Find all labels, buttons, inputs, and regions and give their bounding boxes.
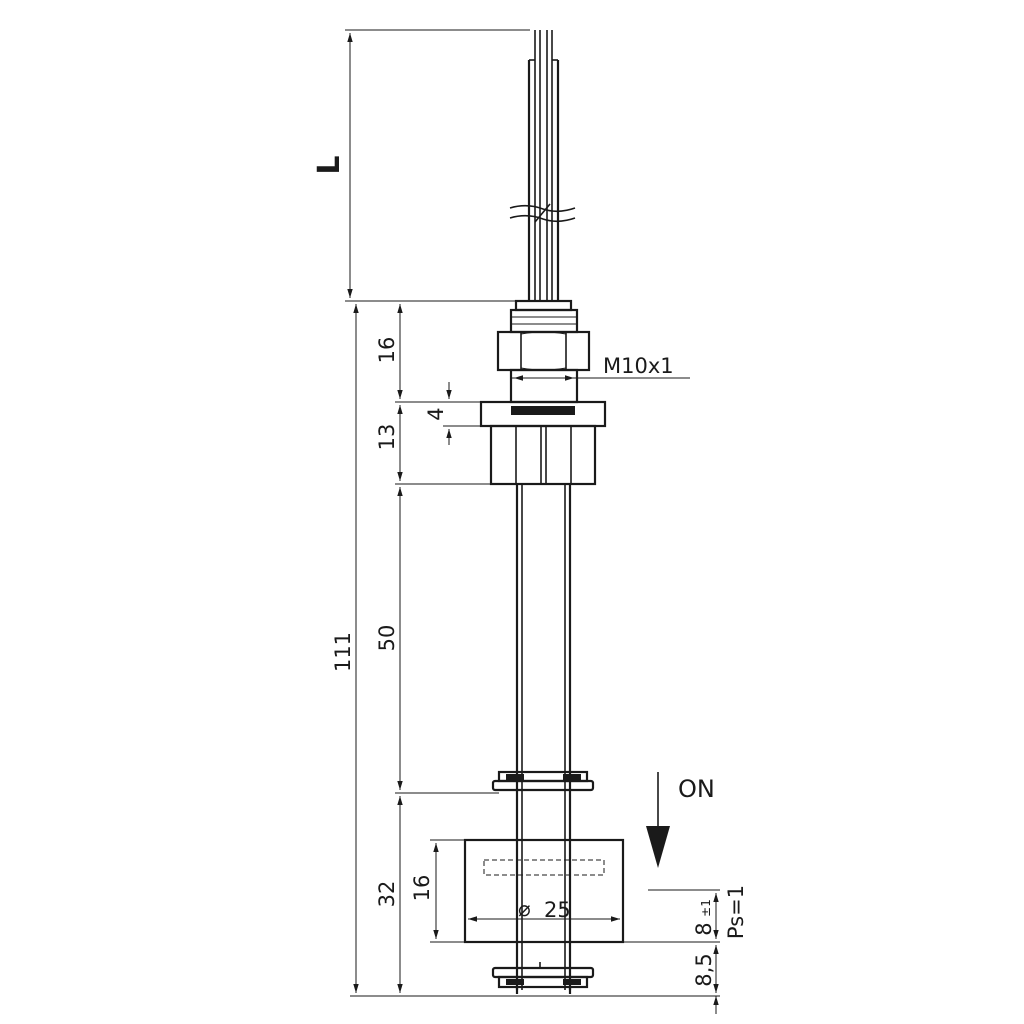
- threaded-body: [509, 368, 579, 404]
- dimension-lines: [347, 33, 719, 1014]
- hex-nut: [496, 330, 591, 372]
- extension-lines: [345, 29, 720, 997]
- dim-label-hysteresis: Ps=1: [724, 885, 748, 939]
- upper-stop-ring: [491, 770, 595, 792]
- dim-label-end-offset: 8,5: [692, 953, 716, 986]
- dim-label-switch-tolerance: ±1: [699, 899, 713, 917]
- diameter-symbol: ⌀: [518, 897, 531, 921]
- dim-label-flange: 13: [375, 424, 399, 451]
- dim-label-switch-point: 8: [692, 922, 716, 935]
- float: [463, 838, 625, 944]
- dim-label-L: L: [312, 155, 347, 174]
- lower-stop-ring: [491, 962, 595, 994]
- cable-break-symbol: [509, 203, 576, 223]
- dim-label-stem: 50: [375, 625, 399, 652]
- dim-label-thread: M10x1: [603, 354, 674, 378]
- cable-gland: [509, 299, 579, 334]
- cable-wires: [527, 30, 560, 302]
- dim-label-collar: 4: [424, 407, 448, 420]
- sensor-body: [489, 424, 597, 486]
- dim-label-float-section: 32: [375, 881, 399, 908]
- dim-label-float-height: 16: [410, 875, 434, 902]
- on-label: ON: [678, 775, 715, 803]
- dim-label-total: 111: [331, 632, 355, 672]
- switch-direction-arrow: [646, 772, 670, 868]
- dim-label-nut: 16: [375, 337, 399, 364]
- guide-stem: [515, 484, 572, 990]
- dim-label-diameter: 25: [544, 898, 571, 922]
- mounting-flange: [479, 400, 607, 428]
